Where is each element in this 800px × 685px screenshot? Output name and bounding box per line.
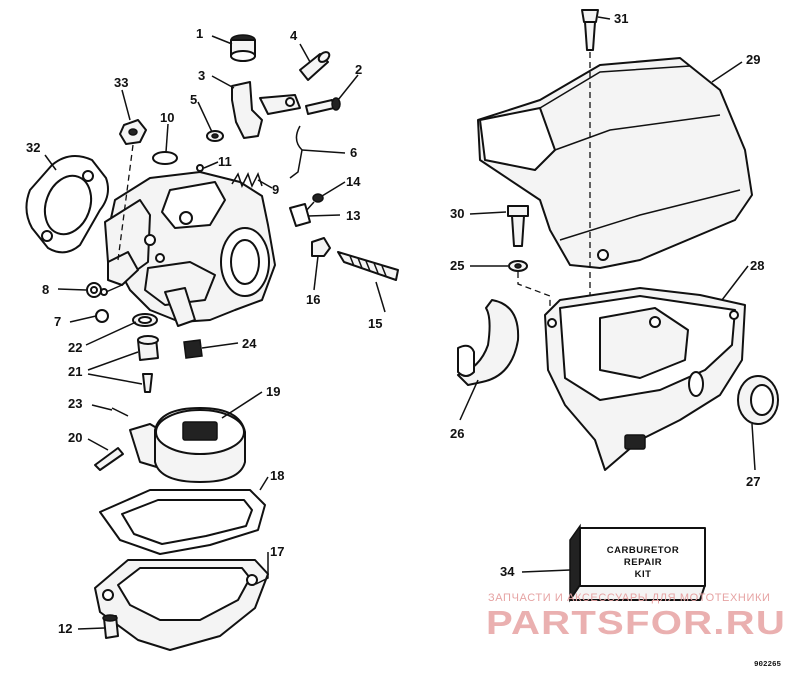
label-part-32: 32 — [26, 140, 40, 155]
part-24-plug — [183, 339, 203, 359]
label-part-11: 11 — [218, 154, 232, 169]
part-27-grommet — [737, 375, 779, 425]
flange-gasket — [25, 155, 109, 254]
part-21-jet — [137, 335, 159, 393]
label-part-19: 19 — [266, 384, 280, 399]
part-2-screw — [305, 97, 341, 115]
part-5-washer — [206, 130, 224, 142]
label-part-1: 1 — [196, 26, 203, 41]
part-19-float — [129, 407, 246, 483]
part-13-plate — [289, 203, 311, 227]
part-14-screw — [304, 193, 324, 213]
kit-label-line3: KIT — [635, 569, 652, 580]
label-part-13: 13 — [346, 208, 360, 223]
watermark-tagline: ЗАПЧАСТИ И АКСЕССУАРЫ ДЛЯ МОТОТЕХНИКИ — [488, 592, 770, 604]
part-18-gasket — [99, 489, 266, 555]
label-part-22: 22 — [68, 340, 82, 355]
label-part-3: 3 — [198, 68, 205, 83]
label-part-7: 7 — [54, 314, 61, 329]
callout-leaders — [44, 16, 756, 630]
label-part-16: 16 — [306, 292, 320, 307]
label-part-28: 28 — [750, 258, 764, 273]
label-part-17: 17 — [270, 544, 284, 559]
label-part-30: 30 — [450, 206, 464, 221]
part-6-clip — [289, 125, 303, 179]
part-1-cap — [230, 34, 256, 62]
label-part-34: 34 — [500, 564, 515, 579]
part-3-lever — [231, 81, 301, 139]
part-28-silencer-base — [544, 287, 746, 471]
label-part-10: 10 — [160, 110, 174, 125]
part-26-grommet — [457, 299, 520, 386]
part-12-screw — [102, 614, 119, 639]
label-part-15: 15 — [368, 316, 382, 331]
label-part-23: 23 — [68, 396, 82, 411]
label-part-27: 27 — [746, 474, 760, 489]
label-part-18: 18 — [270, 468, 284, 483]
watermark-brand: PARTSFOR.RU — [486, 604, 786, 641]
part-31-screw — [581, 9, 599, 51]
label-part-25: 25 — [450, 258, 464, 273]
part-7-ball — [95, 309, 109, 323]
label-part-29: 29 — [746, 52, 760, 67]
kit-label-line2: REPAIR — [624, 557, 662, 568]
callout-labels: 1 2 3 4 5 6 7 8 9 10 11 12 13 14 15 16 1… — [26, 11, 764, 636]
part-9-spring — [231, 172, 263, 188]
carburetor-body — [100, 171, 276, 327]
part-20-pin — [94, 447, 124, 471]
label-part-5: 5 — [190, 92, 197, 107]
label-part-21: 21 — [68, 364, 82, 379]
part-16-nut — [311, 237, 331, 257]
label-part-31: 31 — [614, 11, 628, 26]
part-29-silencer-cover — [477, 57, 753, 269]
part-17-float-bowl — [94, 559, 269, 651]
label-part-20: 20 — [68, 430, 82, 445]
part-10-plug — [152, 151, 178, 165]
part-8-washer — [86, 282, 102, 298]
label-part-9: 9 — [272, 182, 279, 197]
part-34-repair-kit — [569, 523, 706, 603]
label-part-33: 33 — [114, 75, 128, 90]
label-part-26: 26 — [450, 426, 464, 441]
part-4-screw — [299, 51, 331, 81]
part-11-ball — [196, 164, 204, 172]
drawing-code: 902265 — [754, 661, 782, 669]
label-part-12: 12 — [58, 621, 72, 636]
kit-label-line1: CARBURETOR — [607, 545, 679, 556]
label-part-2: 2 — [355, 62, 362, 77]
label-part-24: 24 — [242, 336, 257, 351]
part-15-needle — [337, 251, 399, 281]
label-part-6: 6 — [350, 145, 357, 160]
part-23-pin — [111, 407, 129, 417]
part-25-washer — [508, 260, 528, 272]
label-part-4: 4 — [290, 28, 298, 43]
part-22-washer — [132, 313, 158, 327]
label-part-8: 8 — [42, 282, 49, 297]
label-part-14: 14 — [346, 174, 361, 189]
part-30-screw — [507, 205, 529, 247]
part-33-nut — [119, 119, 147, 145]
